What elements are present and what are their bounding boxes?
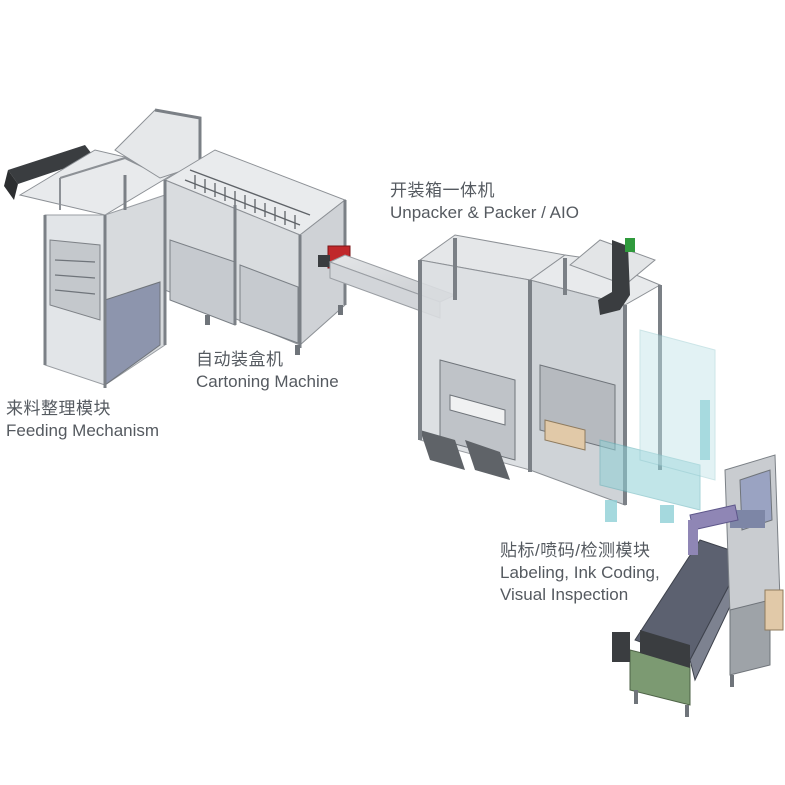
label-feeding-cn: 来料整理模块 <box>6 399 111 418</box>
label-labeling-en-1: Labeling, Ink Coding, <box>500 563 660 582</box>
label-cartoning-machine: 自动装盒机 Cartoning Machine <box>196 349 339 393</box>
feeding-mechanism <box>4 145 182 388</box>
label-cartoning-cn: 自动装盒机 <box>196 350 284 369</box>
label-feeding-en: Feeding Mechanism <box>6 421 160 440</box>
label-labeling-cn: 贴标/喷码/检测模块 <box>500 541 651 560</box>
label-labeling-en-2: Visual Inspection <box>500 585 629 604</box>
label-aio: 开装箱一体机 Unpacker & Packer / AIO <box>390 180 579 224</box>
label-feeding-mechanism: 来料整理模块 Feeding Mechanism <box>6 398 159 442</box>
unpacker-packer-aio <box>418 234 716 523</box>
cartoning-machine <box>114 108 351 355</box>
labeling-inspection-module <box>612 454 784 717</box>
label-cartoning-en: Cartoning Machine <box>196 372 339 391</box>
label-labeling-module: 贴标/喷码/检测模块 Labeling, Ink Coding, Visual … <box>500 540 660 606</box>
label-aio-cn: 开装箱一体机 <box>390 181 495 200</box>
label-aio-en: Unpacker & Packer / AIO <box>390 203 579 222</box>
